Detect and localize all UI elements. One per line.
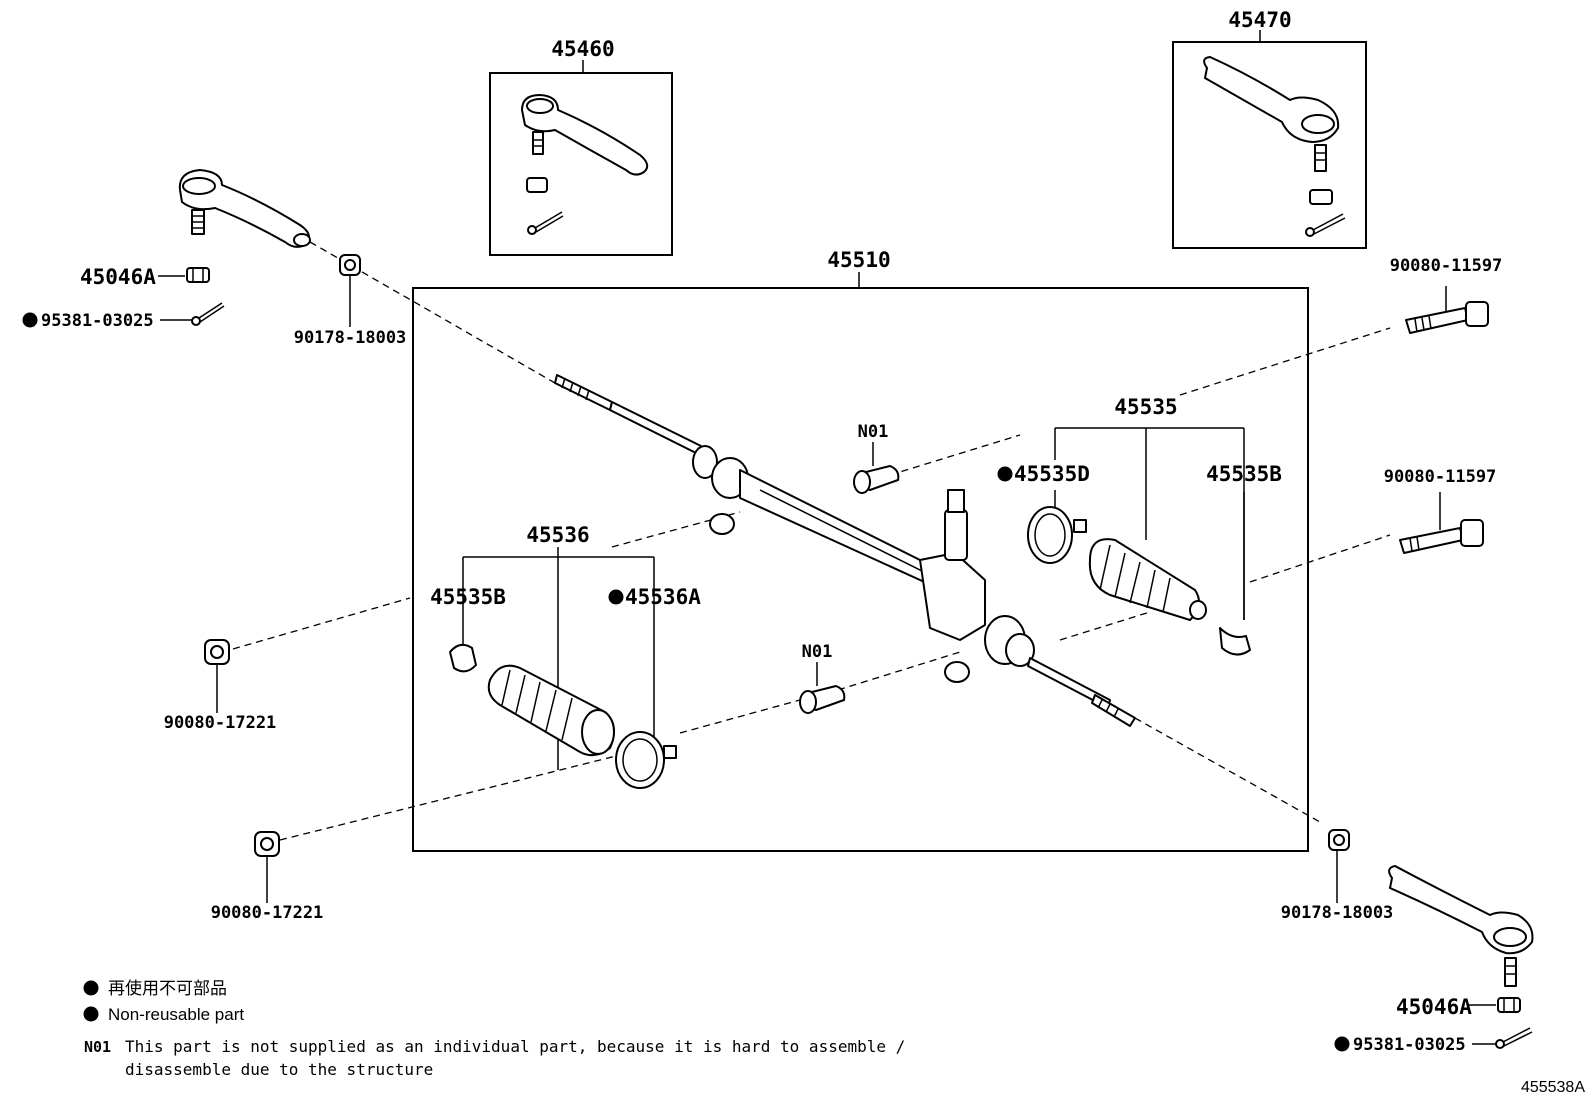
tie-end-rh-part [1203,56,1346,237]
clip-b-left [449,643,477,673]
callout-n01-upper: N01 [858,422,889,442]
non-reusable-dot-45536a [608,589,624,605]
tie-end-lh-part [521,94,649,235]
illustration-id: 455538A [1521,1079,1585,1096]
callout-45046a-right: 45046A [1396,995,1472,1019]
legend-en-text: Non-reusable part [108,1005,244,1024]
tie-rod-end-left [178,169,311,248]
note-code: N01 [84,1038,111,1056]
callout-90178-right: 90178-18003 [1281,903,1394,923]
callout-90080-17221-mid: 90080-17221 [164,713,277,733]
boot-left [487,664,615,757]
legend-jp-text: 再使用不可部品 [108,978,227,998]
boot-right [1088,538,1207,621]
clamp-d [1027,506,1087,564]
tie-end-rh-box [1172,41,1367,249]
callout-45046a-left: 45046A [80,265,156,289]
callout-95381-left: 95381-03025 [41,311,154,331]
callout-45460: 45460 [551,37,614,61]
bolt-middle [1399,519,1484,554]
tie-rod-nut-right [1328,829,1350,851]
non-reusable-dot-right [1334,1036,1350,1052]
gear-assembly-box [412,287,1309,852]
note-line-2: disassemble due to the structure [125,1060,433,1079]
callout-45470: 45470 [1228,8,1291,32]
clip-b-right [1219,627,1251,656]
nut-right [1497,997,1521,1013]
callout-45535b-left: 45535B [430,585,506,609]
non-reusable-dot-45535d [997,466,1013,482]
callout-45536a: 45536A [625,585,701,609]
steering-rack-assembly [554,374,1136,727]
callout-95381-right: 95381-03025 [1353,1035,1466,1055]
tie-rod-nut-left [339,254,361,276]
clamp-a [615,731,677,789]
tie-rod-end-right [1388,865,1534,987]
callout-90080-17221-low: 90080-17221 [211,903,324,923]
non-reusable-dot-left [22,312,38,328]
bushing-upper [853,465,900,494]
note-line-1: This part is not supplied as an individu… [125,1037,905,1056]
bushing-lower [799,685,846,714]
callout-90080-11597-upper: 90080-11597 [1390,256,1503,276]
cotter-pin-right [1495,1027,1533,1049]
nut-low-left [254,831,280,857]
callout-45536: 45536 [526,523,589,547]
nut-mid-left [204,639,230,665]
callout-45535d: 45535D [1014,462,1090,486]
callout-90080-11597-middle: 90080-11597 [1384,467,1497,487]
callout-n01-lower: N01 [802,642,833,662]
bolt-upper [1405,301,1489,334]
legend-dot-jp [83,980,99,996]
callout-45510: 45510 [827,248,890,272]
callout-45535: 45535 [1114,395,1177,419]
cotter-pin-left [191,302,225,326]
tie-end-lh-box [489,72,673,256]
callout-45535b-right: 45535B [1206,462,1282,486]
legend-dot-en [83,1006,99,1022]
callout-90178-left: 90178-18003 [294,328,407,348]
nut-left [186,267,210,283]
